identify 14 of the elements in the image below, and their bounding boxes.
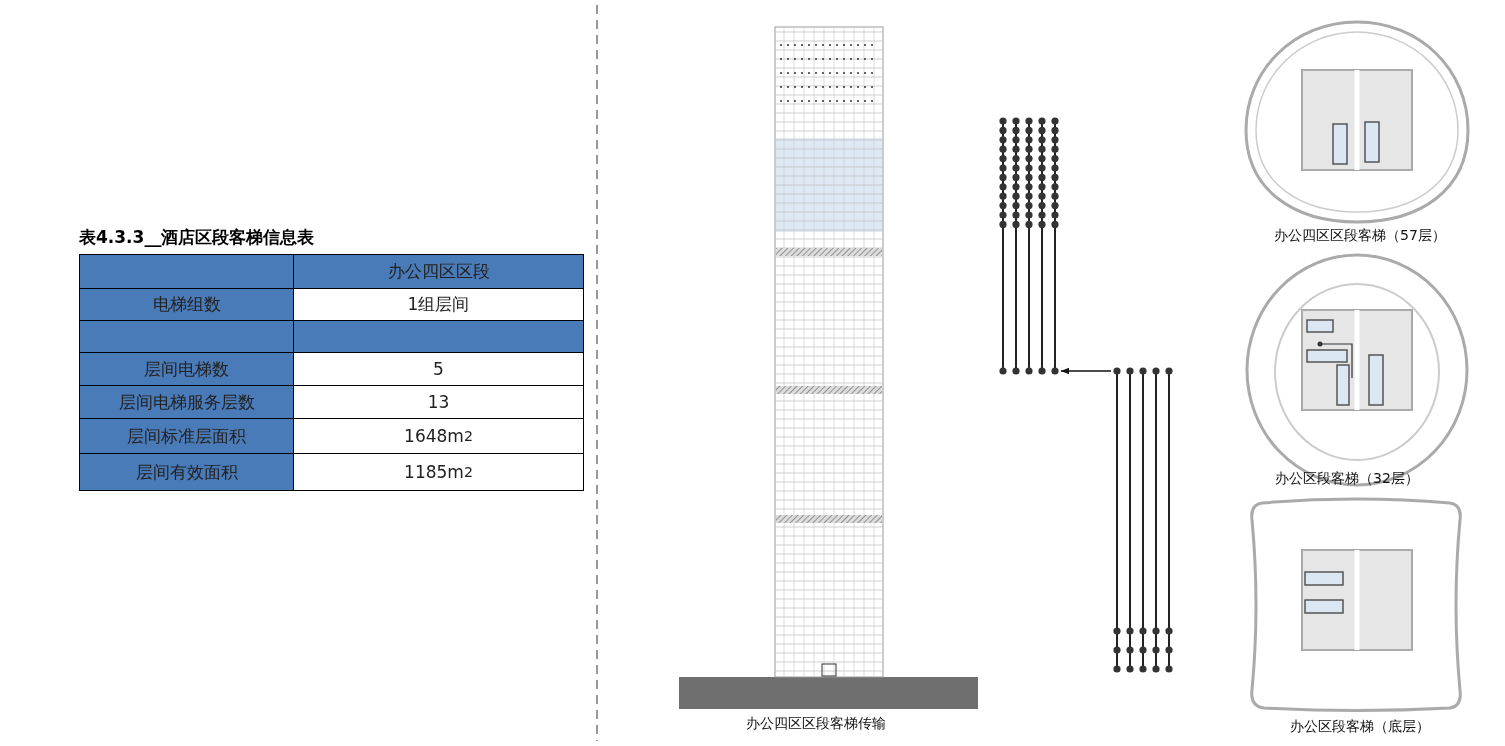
elevator-group-drawing bbox=[1111, 365, 1176, 675]
table-header-cell: 层间标准层面积 bbox=[79, 418, 294, 454]
arrow bbox=[1060, 367, 1112, 375]
caption: 办公四区区段客梯传输 bbox=[746, 715, 886, 733]
table-header-cell: 办公四区区段 bbox=[293, 254, 584, 289]
table-header-cell: 层间有效面积 bbox=[79, 453, 294, 491]
caption: 办公区段客梯（底层） bbox=[1290, 718, 1430, 736]
table-header-cell: 层间电梯服务层数 bbox=[79, 385, 294, 419]
elevator-group-drawing bbox=[997, 115, 1061, 377]
table-title: 表4.3.3__酒店区段客梯信息表 bbox=[79, 226, 315, 249]
table-header-cell: 电梯组数 bbox=[79, 288, 294, 321]
caption: 办公区段客梯（32层） bbox=[1275, 470, 1419, 488]
caption: 办公四区区段客梯（57层） bbox=[1274, 227, 1446, 245]
table-header-cell: 层间电梯数 bbox=[79, 352, 294, 386]
